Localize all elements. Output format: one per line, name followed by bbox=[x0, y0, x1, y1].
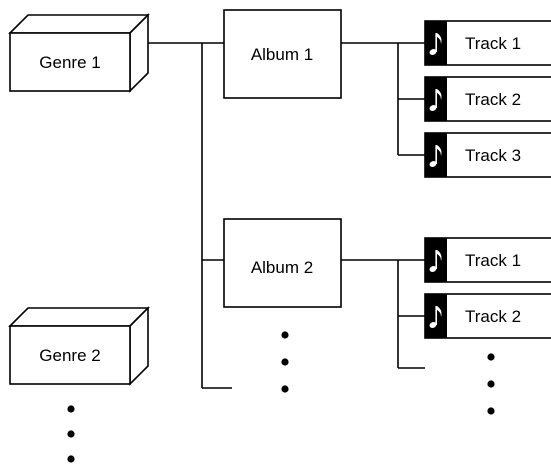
album-box bbox=[223, 218, 342, 308]
album-node-1: Album 1 bbox=[223, 9, 342, 99]
genre-node-2: Genre 2 bbox=[8, 306, 150, 386]
genre-label: Genre 2 bbox=[39, 346, 100, 365]
track-label: Track 1 bbox=[465, 251, 521, 270]
genre-label: Genre 1 bbox=[39, 53, 100, 72]
genre-node-1: Genre 1 bbox=[8, 13, 150, 93]
genre-box-front-face bbox=[9, 32, 131, 92]
track-node-album1-1: Track 1 bbox=[424, 20, 551, 66]
track-label: Track 2 bbox=[465, 90, 521, 109]
genre-box-top-face bbox=[8, 14, 150, 34]
music-note-icon bbox=[429, 33, 442, 55]
track-label: Track 3 bbox=[465, 146, 521, 165]
track-node-album2-2: Track 2 bbox=[424, 293, 551, 339]
ellipsis-vertical-icon bbox=[487, 353, 495, 415]
music-note-icon bbox=[429, 250, 442, 272]
track-label: Track 2 bbox=[465, 307, 521, 326]
genre-box-top-face bbox=[8, 307, 150, 327]
music-note-icon bbox=[429, 89, 442, 111]
ellipsis-vertical-icon bbox=[281, 331, 289, 393]
track-node-album1-2: Track 2 bbox=[424, 76, 551, 122]
track-node-album1-3: Track 3 bbox=[424, 132, 551, 178]
album-node-2: Album 2 bbox=[223, 218, 342, 308]
track-node-album2-1: Track 1 bbox=[424, 237, 551, 283]
album-box bbox=[223, 9, 342, 99]
track-label: Track 1 bbox=[465, 34, 521, 53]
ellipsis-vertical-icon bbox=[67, 405, 75, 463]
music-note-icon bbox=[429, 306, 442, 328]
music-note-icon bbox=[429, 145, 442, 167]
album-label: Album 1 bbox=[251, 45, 313, 64]
connectors bbox=[137, 42, 425, 389]
genre-box-front-face bbox=[9, 325, 131, 385]
album-label: Album 2 bbox=[251, 258, 313, 277]
